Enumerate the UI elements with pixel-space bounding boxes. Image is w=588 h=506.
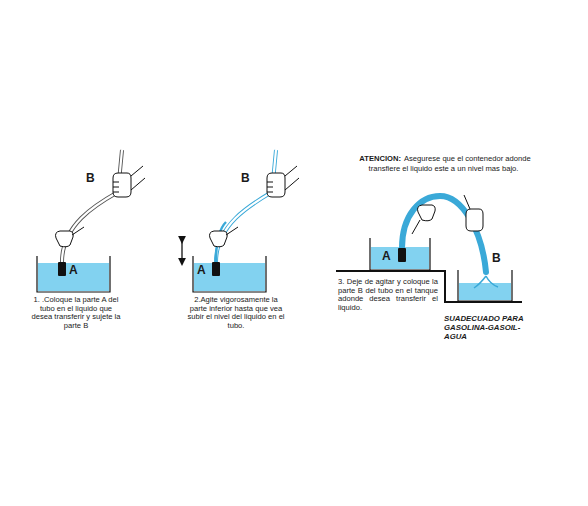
- step-text: 1. .Coloque la parte A del tubo en el li…: [30, 296, 122, 331]
- part-letter: A: [69, 264, 83, 278]
- panel-one: [37, 150, 145, 292]
- step-text: 2.Agite vigorosamente la parte inferior …: [186, 296, 286, 331]
- note-text: SUADECUADO PARA GASOLINA-GASOIL-AGUA: [444, 315, 536, 342]
- part-letter: B: [86, 172, 100, 186]
- panel-two: [182, 150, 299, 292]
- part-letter: A: [382, 250, 396, 264]
- warning-block: ATENCION:Asegurese que el contenedor ado…: [352, 154, 538, 174]
- part-letter: B: [492, 252, 506, 266]
- warning-heading: ATENCION:: [359, 154, 401, 163]
- step-text: 3. Deje de agitar y coloque la parte B d…: [338, 278, 438, 313]
- part-letter: A: [197, 264, 211, 278]
- part-letter: B: [241, 172, 255, 186]
